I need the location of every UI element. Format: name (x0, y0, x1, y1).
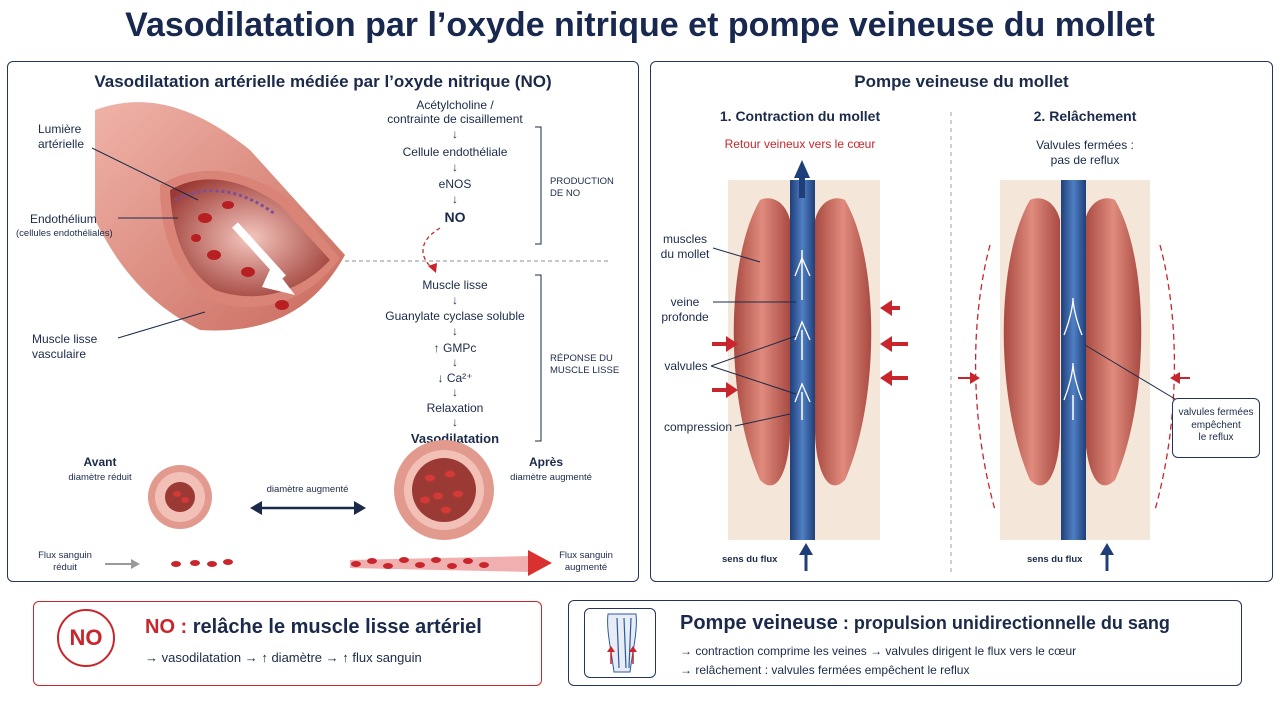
muscle-response-group: RÉPONSE DU MUSCLE LISSE (550, 353, 620, 376)
arrow-icon: ↓ (452, 127, 458, 141)
pump-summary-headline: Pompe veineuse : propulsion unidirection… (680, 612, 1170, 635)
page-title: Vasodilatation par l’oxyde nitrique et p… (125, 6, 1155, 44)
calf-muscles-label: muscles du mollet (660, 232, 710, 261)
arrow-icon: ↓ (452, 192, 458, 206)
arrow-icon: ↓ (452, 293, 458, 307)
endothelium-label: Endothélium (30, 212, 97, 226)
smooth-muscle-label: Muscle lisse vasculaire (32, 332, 98, 361)
no-panel-title: Vasodilatation artérielle médiée par l’o… (94, 72, 552, 91)
enos-step: eNOS (438, 177, 472, 191)
calf-relaxation-illustration (958, 180, 1190, 571)
no-summary-key: NO : (145, 616, 188, 638)
before-title: Avant (83, 455, 117, 469)
deep-vein-label: veine profonde (661, 295, 709, 324)
venous-pump-title: Pompe veineuse du mollet (854, 72, 1069, 91)
no-summary-headline: NO : relâche le muscle lisse artériel (145, 616, 482, 639)
relax-flow-label: sens du flux (1027, 554, 1083, 565)
arrow-icon: ↓ (452, 355, 458, 369)
arrow-icon: ↓ (452, 160, 458, 174)
lumen-label: Lumière artérielle (38, 122, 85, 151)
artery-illustration (91, 102, 345, 339)
no-summary-box (33, 601, 542, 686)
diameter-increase-label: diamètre augmenté (266, 484, 349, 495)
arrow-icon: ↓ (452, 415, 458, 429)
no-diffusion-arrow (345, 126, 610, 442)
no-badge (57, 609, 115, 667)
calcium-step: ↓ Ca²⁺ (437, 371, 473, 385)
no-summary-line: → vasodilatation → ↑ diamètre → ↑ flux s… (145, 650, 422, 665)
pump-summary-key: Pompe veineuse (680, 612, 838, 634)
contraction-title: 1. Contraction du mollet (719, 108, 881, 124)
closed-valves-callout-text: valvules fermées empêchent le reflux (1178, 407, 1254, 443)
after-title: Après (528, 455, 563, 469)
before-after-illustration (105, 440, 552, 576)
closed-valves-callout (1172, 398, 1260, 458)
pump-summary-box (568, 600, 1242, 686)
compression-label: compression (664, 420, 733, 434)
no-summary-text: relâche le muscle lisse artériel (187, 616, 482, 638)
pump-summary-line-2: → relâchement : valvules fermées empêche… (680, 663, 970, 677)
before-flow-label: Flux sanguin réduit (38, 550, 92, 573)
after-flow-label: Flux sanguin augmenté (559, 550, 613, 573)
gmpc-step: ↑ GMPc (433, 341, 477, 355)
endothelium-sub-label: (cellules endothéliales) (16, 228, 113, 239)
no-production-group: PRODUCTION DE NO (550, 176, 614, 199)
relax-title: 2. Relâchement (1033, 108, 1137, 124)
pump-summary-text: : propulsion unidirectionnelle du sang (837, 613, 1170, 633)
trigger-step: Acétylcholine / contrainte de cisailleme… (387, 98, 523, 127)
valves-label: valvules (664, 359, 708, 373)
smooth-muscle-step: Muscle lisse (422, 278, 488, 292)
leg-vein-icon (607, 613, 637, 673)
before-sub: diamètre réduit (68, 472, 132, 483)
endothelial-cell-step: Cellule endothéliale (402, 145, 508, 159)
contraction-flow-label: sens du flux (722, 554, 778, 565)
arrow-icon: ↓ (452, 385, 458, 399)
contraction-subtitle: Retour veineux vers le cœur (724, 137, 876, 151)
pump-summary-line-1: → contraction comprime les veines → valv… (680, 644, 1077, 658)
after-sub: diamètre augmenté (510, 472, 592, 483)
calf-contraction-illustration (710, 160, 908, 571)
no-badge-label: NO (69, 625, 103, 650)
arrow-icon: ↓ (452, 324, 458, 338)
relax-subtitle: Valvules fermées : pas de reflux (1036, 138, 1134, 167)
relaxation-step: Relaxation (426, 401, 484, 415)
guanylate-step: Guanylate cyclase soluble (385, 309, 525, 323)
no-step: NO (444, 209, 466, 225)
